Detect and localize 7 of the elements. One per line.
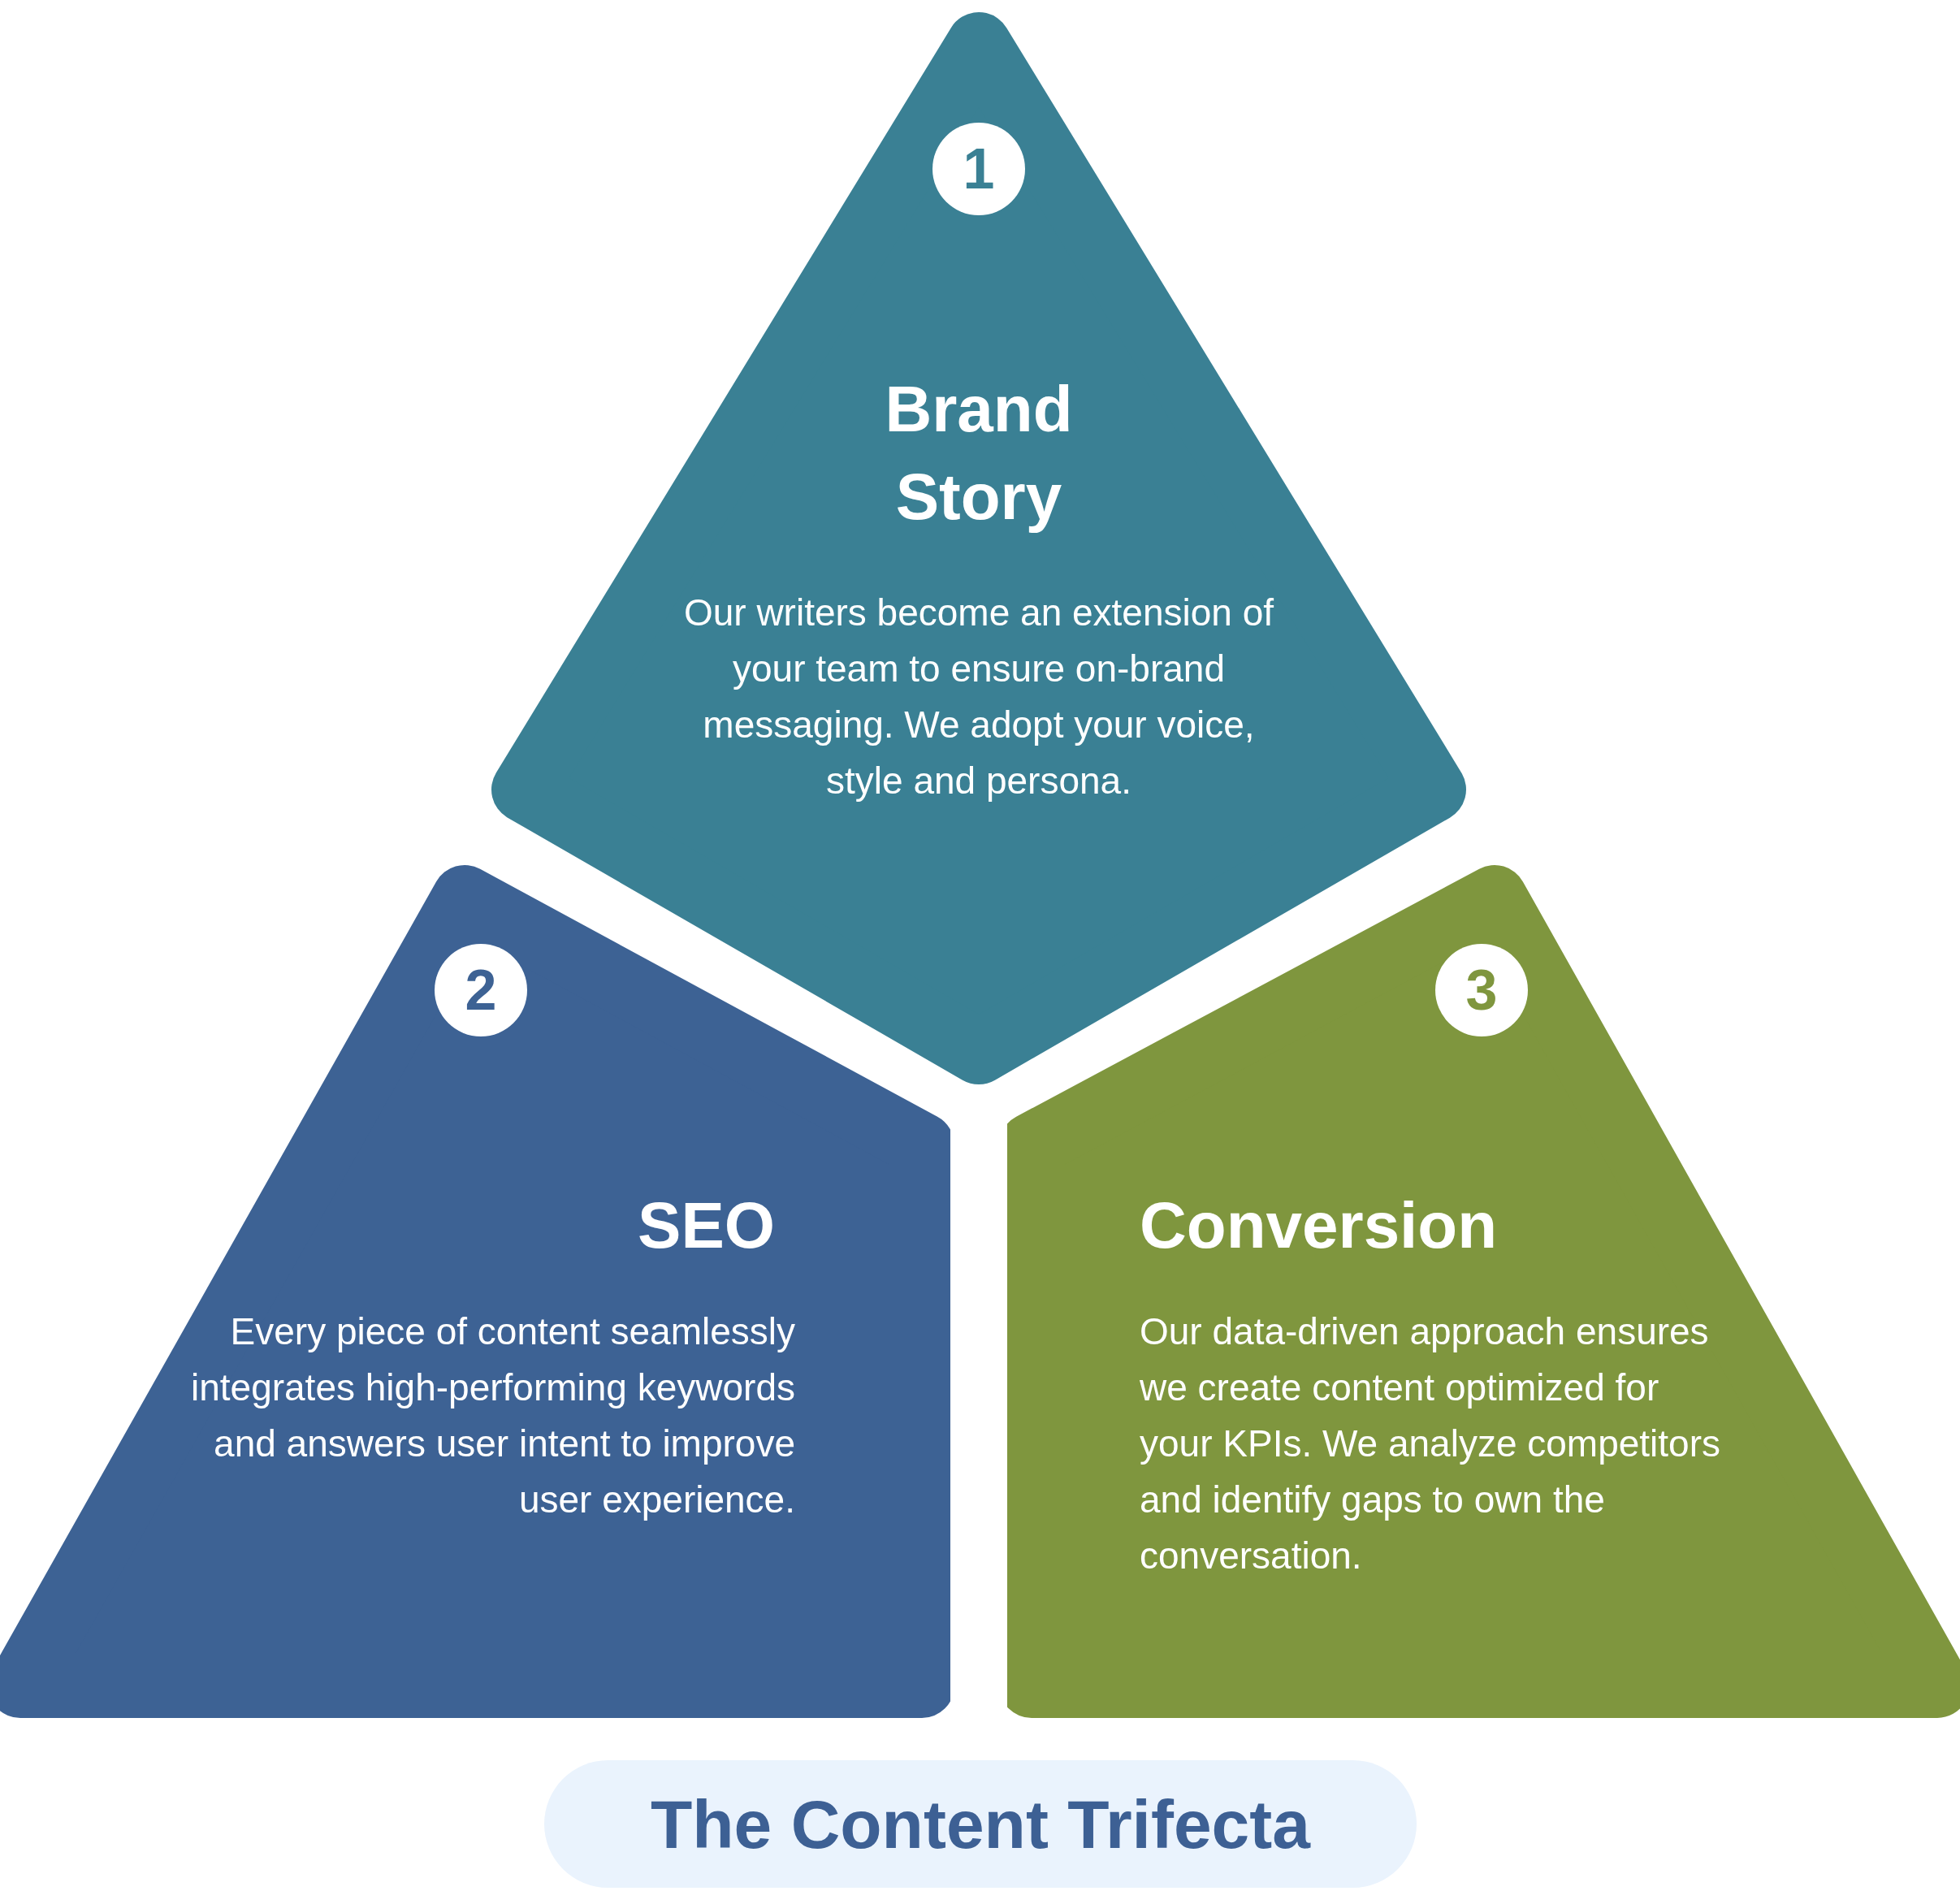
panel-description: Our data-driven approach ensures we create content optimized for your KPIs. We analyze competitors and identify gaps to own the conversation. <box>1140 1309 1721 1578</box>
panel-description: Every piece of content seamlessly integrates high-performing keywords and answers user intent to improve user experience. <box>189 1309 795 1522</box>
panel-heading: SEO <box>638 1188 775 1263</box>
title-pill: The Content Trifecta <box>544 1760 1417 1888</box>
panel-heading: Brand Story <box>884 372 1074 534</box>
panel-description: Our writers become an extension of your team to ensure on-brand messaging. We adopt your voice, style and persona. <box>682 591 1275 803</box>
panel-heading: Conversion <box>1140 1188 1498 1263</box>
